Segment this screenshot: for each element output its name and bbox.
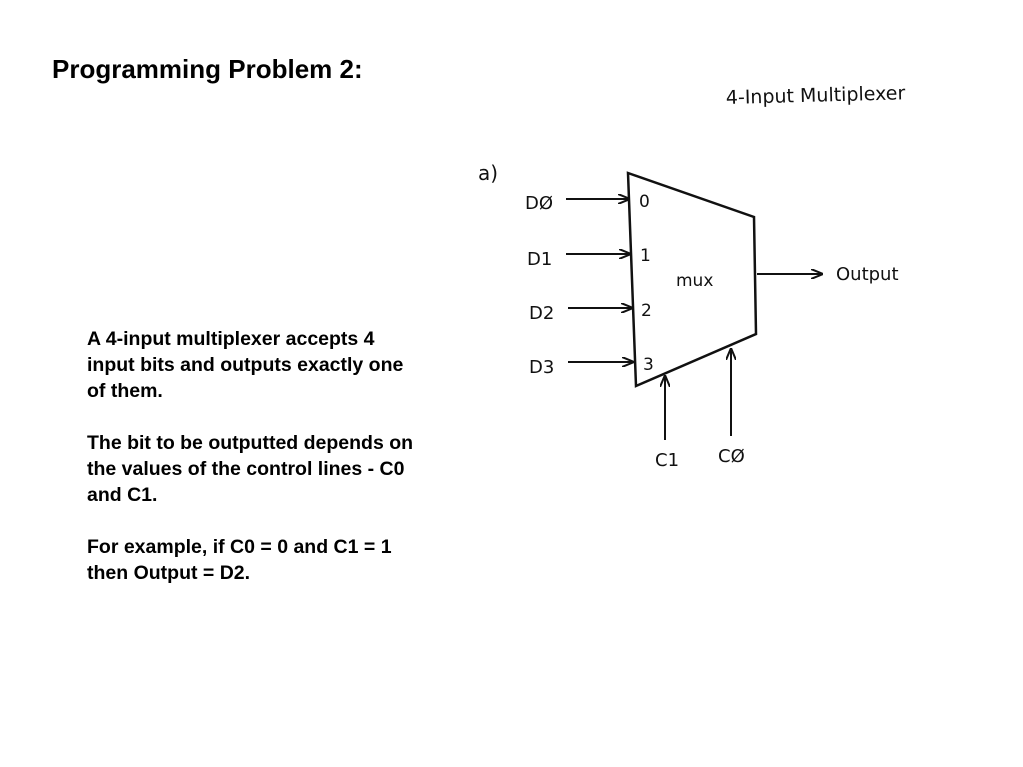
input-d0-label: DØ xyxy=(525,193,553,214)
output: Output xyxy=(757,264,899,285)
control-c0: CØ xyxy=(718,349,745,467)
input-d2: D2 2 xyxy=(529,301,652,324)
control-c0-label: CØ xyxy=(718,446,745,467)
diagram-title: 4-Input Multiplexer xyxy=(726,82,906,109)
control-c1-label: C1 xyxy=(655,450,679,471)
input-d0-pin: 0 xyxy=(639,192,650,212)
input-d1: D1 1 xyxy=(527,246,651,270)
input-d3: D3 3 xyxy=(529,355,654,378)
control-c1: C1 xyxy=(655,376,679,471)
description-text: A 4-input multiplexer accepts 4 input bi… xyxy=(87,326,427,612)
paragraph-example: For example, if C0 = 0 and C1 = 1 then O… xyxy=(87,536,392,584)
output-label: Output xyxy=(836,264,899,285)
slide-title: Programming Problem 2: xyxy=(52,54,363,84)
mux-block xyxy=(626,171,758,388)
input-d0: DØ 0 xyxy=(525,192,650,214)
input-d2-label: D2 xyxy=(529,303,554,324)
input-d1-label: D1 xyxy=(527,249,552,270)
input-d1-pin: 1 xyxy=(640,246,651,266)
mux-label: mux xyxy=(676,271,713,291)
part-label: a) xyxy=(478,161,498,185)
paragraph-control-lines: The bit to be outputted depends on the v… xyxy=(87,432,414,506)
input-d3-label: D3 xyxy=(529,357,554,378)
input-d3-pin: 3 xyxy=(643,355,654,375)
input-d2-pin: 2 xyxy=(641,301,652,321)
paragraph-definition: A 4-input multiplexer accepts 4 input bi… xyxy=(87,328,404,402)
